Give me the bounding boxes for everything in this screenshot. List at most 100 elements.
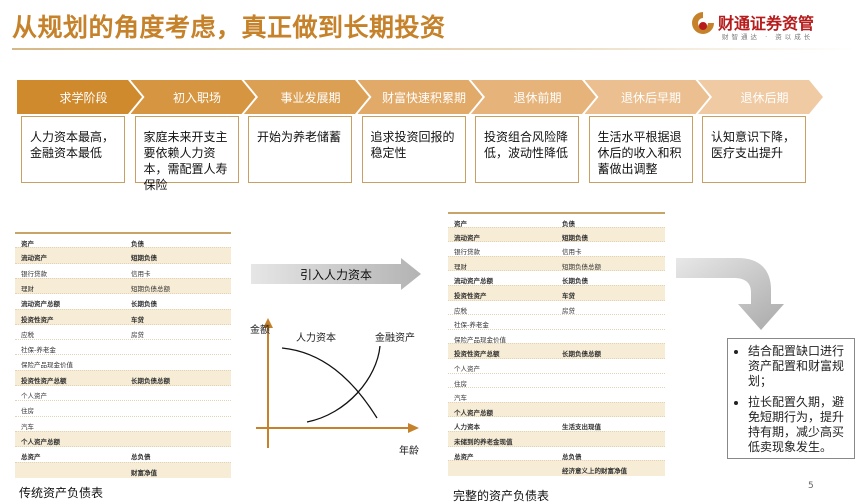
stage-label: 退休后期 [740, 90, 789, 105]
stage-description-7: 认知意识下降，医疗支出提升 [702, 116, 806, 183]
asset-cell: 个人资产 [21, 392, 47, 400]
asset-cell: 流动资产 [21, 254, 47, 263]
stage-chevron-3: 事业发展期 [244, 80, 369, 114]
stage-chevron-1: 求学阶段 [17, 80, 142, 114]
stage-label: 退休后早期 [620, 90, 681, 105]
asset-cell: 投资性资产总额 [21, 376, 67, 385]
table-row: 社保-养老金 [15, 339, 231, 355]
complete-balance-sheet-caption: 完整的资产负债表 [453, 489, 550, 503]
financial-asset-curve [306, 345, 381, 423]
table-row: 流动资产总额 长期负债 [448, 270, 665, 286]
table-row: 投资性资产 车贷 [448, 285, 665, 301]
liability-cell: 车贷 [131, 315, 144, 324]
table-row: 住房 [448, 372, 665, 389]
asset-cell: 流动资产总额 [21, 300, 60, 309]
table-row: 经济意义上的财富净值 [448, 460, 665, 476]
liability-cell: 长期负债总额 [131, 376, 170, 385]
asset-cell: 理财 [21, 284, 34, 293]
company-logo-name: 财通证券资管 [718, 14, 815, 33]
conclusion-bullet-2: 拉长配置久期，避免短期行为，提升持有期，减少高买低卖现象发生。 [748, 395, 850, 455]
asset-cell: 汽车 [21, 422, 34, 431]
page-number: 5 [808, 481, 814, 491]
liability-cell: 短期负债总额 [131, 284, 170, 293]
liability-cell: 信用卡 [562, 248, 582, 257]
table-row: 个人资产 [15, 385, 231, 401]
stage-label: 事业发展期 [280, 90, 341, 105]
table-row: 财富净值 [15, 461, 231, 478]
table-row: 应税 房贷 [15, 323, 231, 340]
table-row: 流动资产总额长期负债 [15, 293, 231, 309]
intro-arrow-icon [251, 258, 421, 290]
asset-cell: 应税 [21, 330, 34, 339]
asset-cell: 汽车 [454, 394, 467, 403]
asset-cell: 流动资产总额 [454, 277, 493, 286]
table-row: 住房 [15, 400, 231, 416]
table-row: 个人资产总额 [448, 401, 665, 418]
table-row: 流动资产短期负债 [15, 247, 231, 264]
liability-cell: 短期负债 [562, 233, 588, 242]
stage-description-6: 生活水平根据退休后的收入和积蓄做出调整 [588, 116, 693, 183]
table-row: 银行贷款信用卡 [15, 262, 231, 279]
asset-cell: 个人资产总额 [21, 437, 60, 446]
y-axis-arrow-icon [263, 318, 273, 328]
table-row: 社保-养老金 [448, 314, 665, 330]
stage-description-1: 人力资本最高，金融资本最低 [21, 116, 125, 183]
asset-cell: 投资性资产 [21, 315, 54, 324]
table-row: 应税 房贷 [448, 299, 665, 316]
asset-cell: 投资性资产 [454, 292, 487, 300]
page-title: 从规划的角度考虑，真正做到长期投资 [12, 13, 446, 42]
asset-cell: 流动资产 [454, 233, 480, 242]
asset-cell: 应税 [454, 306, 467, 315]
liability-cell: 房贷 [131, 330, 144, 339]
asset-cell: 未储到的养老金现值 [454, 438, 513, 446]
asset-cell: 资产 [454, 220, 467, 228]
table-row: 资产负债 [15, 232, 231, 249]
table-row: 保险产品现金价值 [15, 354, 231, 370]
liability-cell: 经济意义上的财富净值 [562, 467, 627, 476]
table-row: 投资性资产总额 长期负债总额 [448, 343, 665, 359]
asset-cell: 保险产品现金价值 [454, 335, 506, 344]
table-row: 未储到的养老金现值 [448, 431, 665, 447]
liability-cell: 长期负债 [562, 277, 588, 286]
table-row: 投资性资产 车贷 [15, 308, 231, 325]
liability-cell: 房贷 [562, 306, 575, 315]
stage-description-5: 投资组合风险降低，波动性降低 [475, 116, 579, 183]
financial-asset-label: 金融资产 [375, 333, 415, 344]
stage-description-4: 追求投资回报的稳定性 [361, 116, 466, 183]
asset-cell: 银行贷款 [454, 248, 480, 257]
asset-cell: 总资产 [454, 452, 474, 461]
x-axis-arrow-icon [408, 423, 419, 433]
bent-arrow-icon [676, 258, 784, 330]
table-row: 个人资产 [448, 358, 665, 374]
table-row: 银行贷款 信用卡 [448, 241, 665, 257]
traditional-balance-sheet: 资产负债流动资产短期负债银行贷款信用卡理财短期负债总额流动资产总额长期负债投资性… [15, 232, 231, 478]
stage-chevron-5: 退休前期 [471, 80, 596, 114]
liability-cell: 长期负债总额 [562, 350, 601, 359]
liability-cell: 车贷 [562, 292, 575, 300]
stage-chevron-4: 财富快速积累期 [358, 80, 483, 114]
asset-cell: 社保-养老金 [21, 346, 56, 355]
company-logo-slogan: 财智通达 · 资以成长 [722, 33, 814, 41]
liability-cell: 信用卡 [131, 269, 151, 278]
capital-curve-chart [256, 318, 419, 448]
stage-label: 求学阶段 [59, 90, 108, 105]
liability-cell: 短期负债总额 [562, 262, 601, 271]
table-row: 流动资产 短期负债 [448, 226, 665, 243]
complete-balance-sheet: 资产负债流动资产短期负债银行贷款信用卡理财短期负债总额流动资产总额长期负债投资性… [448, 212, 665, 482]
chart-x-label: 年龄 [399, 446, 419, 457]
asset-cell: 个人资产 [454, 365, 480, 373]
stage-chevron-7: 退休后期 [698, 80, 823, 114]
asset-cell: 保险产品现金价值 [21, 361, 73, 370]
stage-chevron-2: 初入职场 [131, 80, 256, 114]
stage-label: 初入职场 [172, 90, 221, 105]
traditional-balance-sheet-caption: 传统资产负债表 [19, 486, 104, 500]
conclusion-bullet-1: 结合配置缺口进行资产配置和财富规划； [748, 344, 850, 389]
conclusion-box: 结合配置缺口进行资产配置和财富规划； 拉长配置久期，避免短期行为，提升持有期，减… [727, 338, 855, 459]
stage-description-2: 家庭未来开支主要依赖人力资本，需配置人寿保险 [134, 116, 239, 192]
table-row: 人力资本生活支出现值 [448, 416, 665, 432]
asset-cell: 投资性资产总额 [454, 350, 500, 359]
intro-arrow-label: 引入人力资本 [300, 268, 373, 282]
human-capital-curve [281, 347, 378, 419]
liability-cell: 负债 [562, 220, 575, 228]
stage-label: 退休前期 [513, 90, 562, 105]
